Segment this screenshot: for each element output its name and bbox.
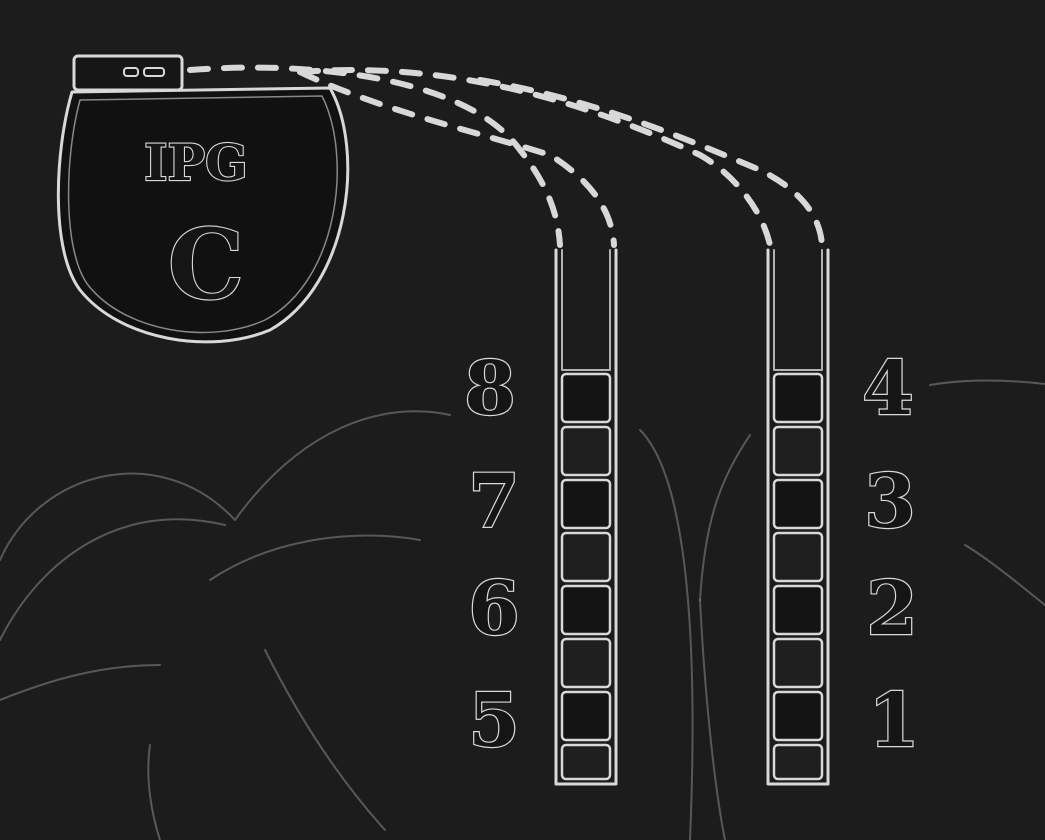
- electrode-contact: [560, 637, 612, 689]
- ipg-device: IPG C: [56, 54, 350, 344]
- electrode-lead-left: [554, 248, 618, 786]
- electrode-lead-right: [766, 248, 830, 786]
- electrode-contact: [560, 584, 612, 636]
- contact-label-4: 4: [862, 346, 914, 432]
- lead-channel-left: [561, 249, 611, 371]
- contact-label-3: 3: [864, 459, 916, 545]
- lead-wire-right-outer: [297, 67, 773, 248]
- electrode-contact: [772, 584, 824, 636]
- electrode-contact: [772, 743, 824, 781]
- lead-wire-right-inner: [477, 77, 825, 248]
- electrode-contact: [772, 637, 824, 689]
- lead-channel-right: [773, 249, 823, 371]
- contact-label-5: 5: [468, 678, 520, 764]
- electrode-contact: [560, 690, 612, 742]
- electrode-contact: [772, 425, 824, 477]
- ipg-letter: C: [168, 208, 244, 321]
- contact-label-6: 6: [468, 566, 520, 652]
- lead-wires: [187, 64, 825, 248]
- ipg-port-icon: [123, 67, 139, 77]
- anatomy-background: [0, 379, 1045, 840]
- electrode-contact: [772, 690, 824, 742]
- ipg-header: [72, 54, 184, 92]
- lead-wire-left-inner: [297, 69, 617, 248]
- lead-body-right: [766, 248, 830, 786]
- electrode-contact: [560, 743, 612, 781]
- contact-label-2: 2: [866, 566, 918, 652]
- electrode-contact: [772, 531, 824, 583]
- electrode-contact: [772, 478, 824, 530]
- ipg-body-inner: [67, 95, 338, 334]
- electrode-contact: [560, 425, 612, 477]
- electrode-contact: [560, 372, 612, 424]
- contact-labels-left: 8 7 6 5: [463, 345, 521, 765]
- lead-body-left: [554, 248, 618, 786]
- ipg-port-icon: [143, 67, 165, 77]
- contact-label-8: 8: [464, 346, 516, 432]
- contact-label-7: 7: [468, 459, 520, 545]
- contact-labels-right: 4 3 2 1: [861, 345, 921, 765]
- ipg-title: IPG: [144, 133, 248, 192]
- electrode-contact: [560, 478, 612, 530]
- electrode-contact: [560, 531, 612, 583]
- lead-wire-left-outer: [187, 64, 563, 248]
- ipg-body: [56, 86, 350, 344]
- contact-label-1: 1: [868, 678, 920, 764]
- electrode-contact: [772, 372, 824, 424]
